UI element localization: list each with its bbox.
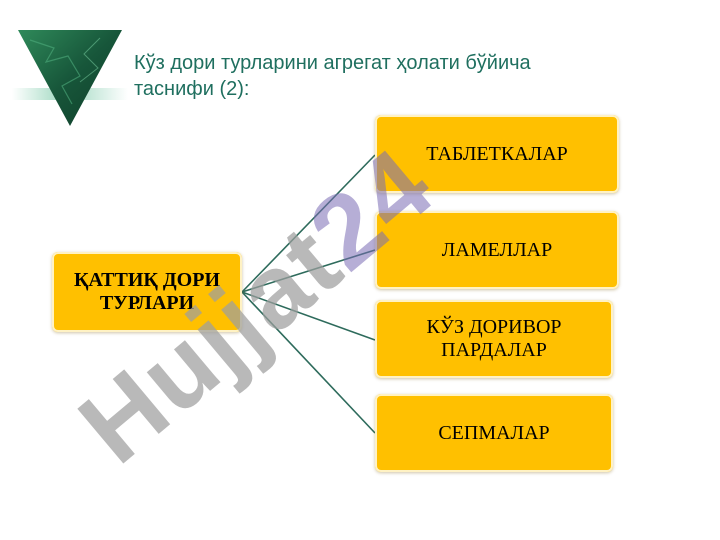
child-node-label-line-1: КЎЗ ДОРИВОР [426, 316, 562, 338]
connector-line-3 [241, 291, 376, 341]
connector-line-2 [241, 249, 376, 293]
child-node-powders: СЕПМАЛАР [375, 394, 613, 472]
main-node-line-1: ҚАТТИҚ ДОРИ [73, 269, 220, 291]
child-node-tablets: ТАБЛЕТКАЛАР [375, 115, 619, 193]
child-node-label: ЛАМЕЛЛАР [441, 238, 553, 261]
logo-triangle-icon [12, 30, 128, 126]
slide-title-line-2: таснифи (2): [134, 78, 250, 100]
child-node-label: СЕПМАЛАР [438, 421, 550, 444]
connector-line-1 [241, 154, 376, 293]
child-node-lamellae: ЛАМЕЛЛАР [375, 211, 619, 289]
child-node-eye-films: КЎЗ ДОРИВОР ПАРДАЛАР [375, 300, 613, 378]
main-node-line-2: ТУРЛАРИ [99, 292, 195, 314]
slide-title-line-1: Кўз дори турларини агрегат ҳолати бўйича [134, 52, 531, 74]
child-node-label-line-2: ПАРДАЛАР [441, 339, 547, 361]
connector-line-4 [241, 291, 376, 434]
main-node-box: ҚАТТИҚ ДОРИ ТУРЛАРИ [52, 252, 242, 332]
child-node-label: ТАБЛЕТКАЛАР [426, 142, 568, 165]
slide-title: Кўз дори турларини агрегат ҳолати бўйича… [134, 50, 604, 102]
